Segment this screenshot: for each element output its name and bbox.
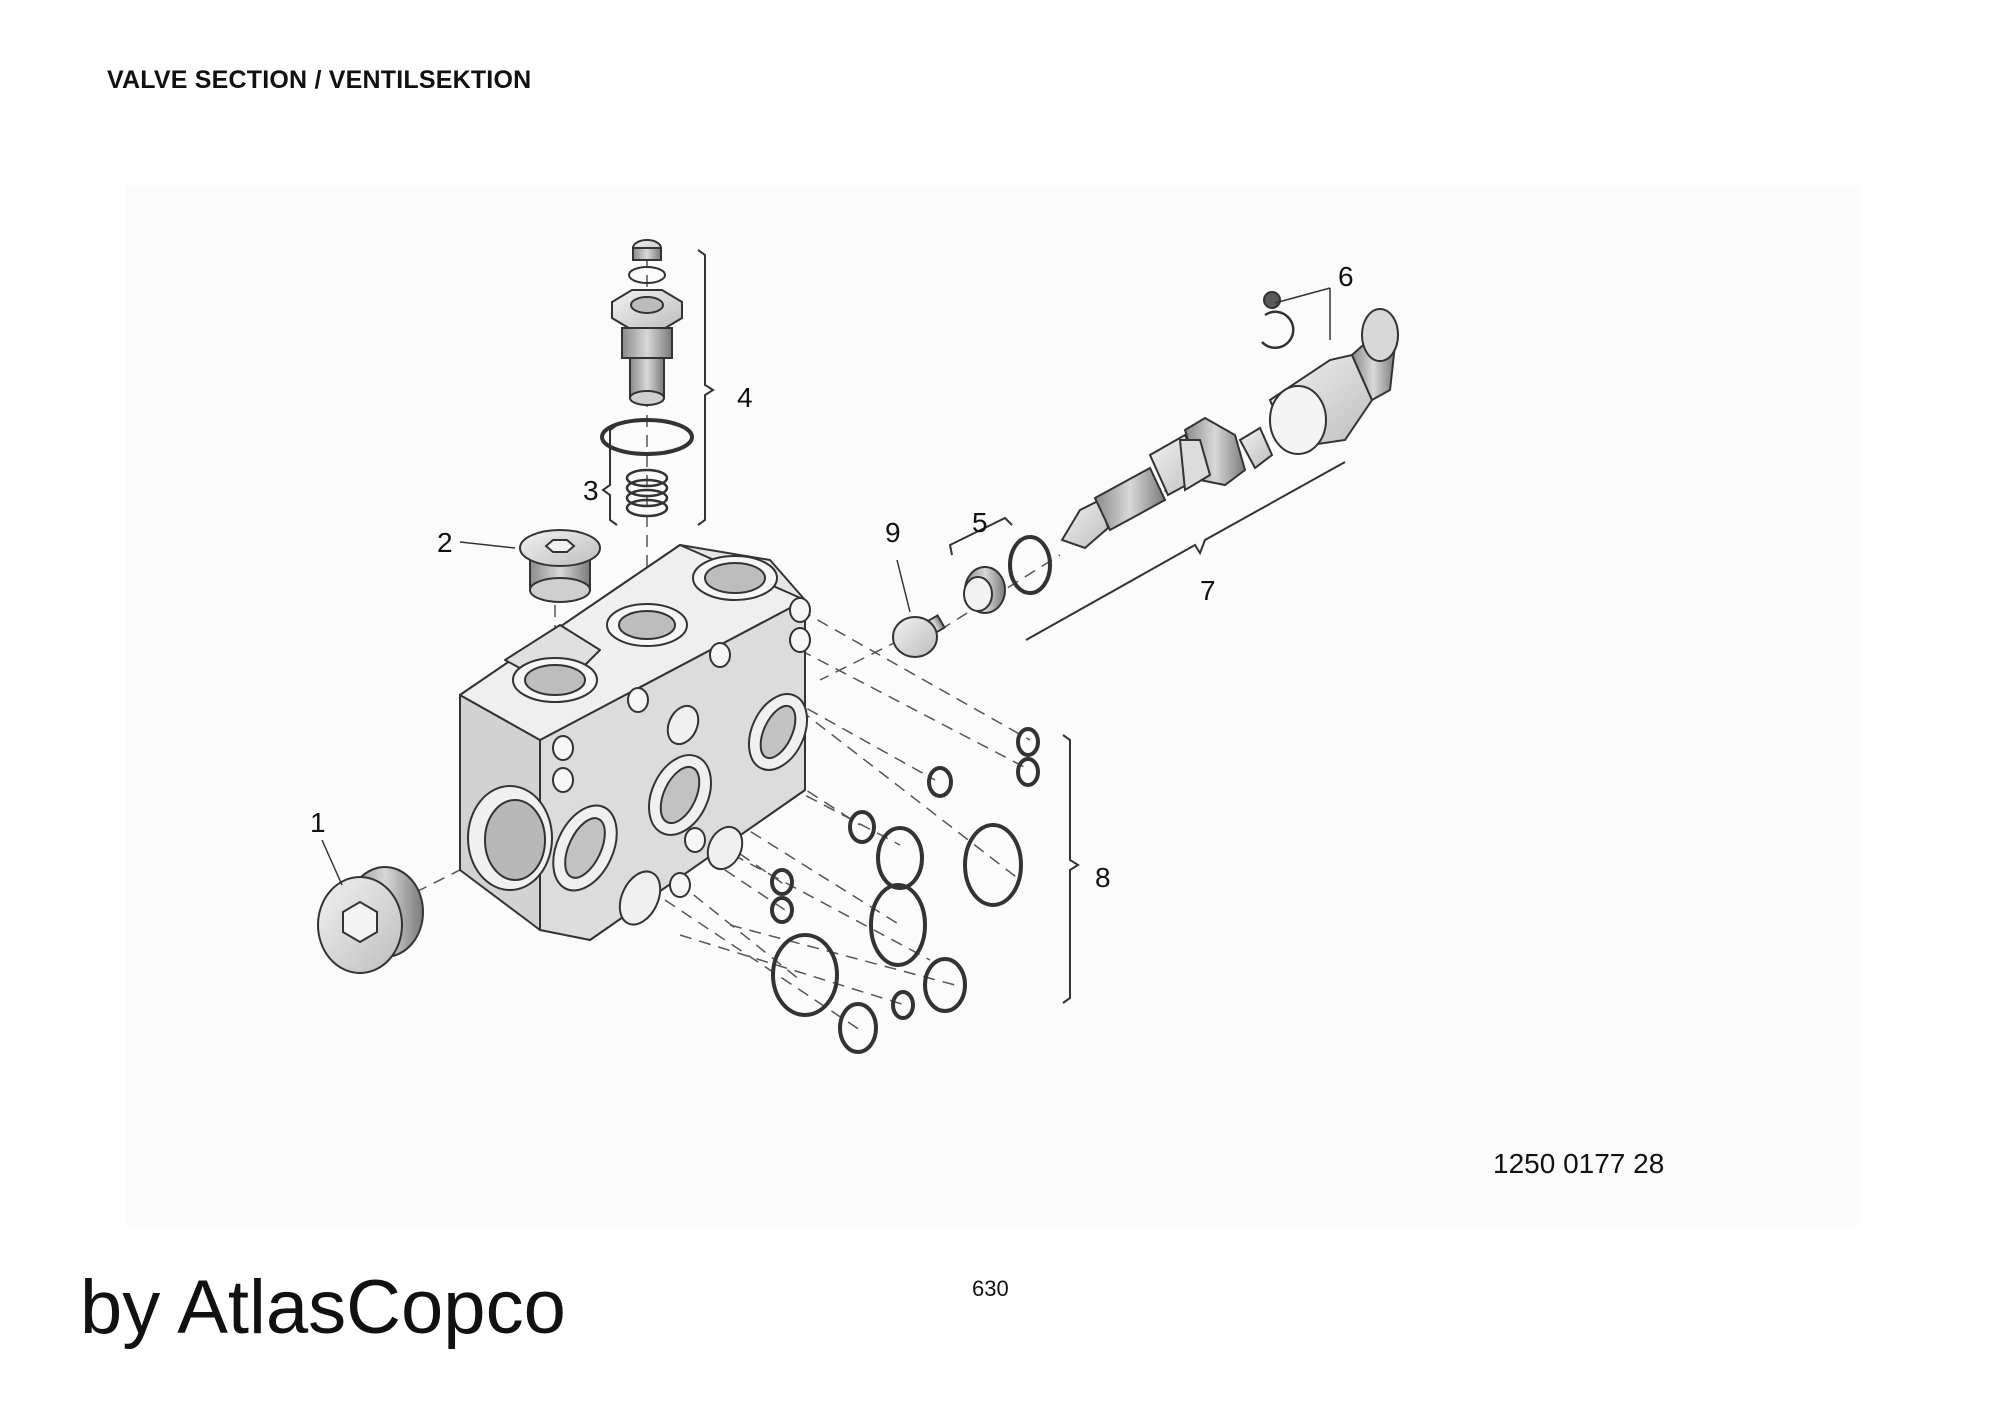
spring-part-3 xyxy=(625,468,669,518)
callout-5: 5 xyxy=(972,507,988,538)
drawing-number: 1250 0177 28 xyxy=(1493,1148,1665,1179)
leader-lines xyxy=(321,287,1331,886)
callout-6: 6 xyxy=(1338,261,1354,292)
callout-labels: 1 2 3 4 5 6 7 8 9 xyxy=(310,261,1354,893)
cartridge-part-4 xyxy=(600,239,694,456)
coil-part-6 xyxy=(1261,291,1399,455)
plug-part-2 xyxy=(519,529,601,603)
solenoid-valve-part-7 xyxy=(1060,416,1274,550)
callout-7: 7 xyxy=(1200,575,1216,606)
drawing-panel xyxy=(125,185,1860,1225)
callout-3: 3 xyxy=(583,475,599,506)
callout-9: 9 xyxy=(885,517,901,548)
callout-2: 2 xyxy=(437,527,453,558)
brand-watermark: by AtlasCopco xyxy=(80,1265,566,1350)
callout-1: 1 xyxy=(310,807,326,838)
brackets xyxy=(601,249,1346,1004)
insert-part-5 xyxy=(963,535,1052,614)
orifice-part-9 xyxy=(892,614,946,658)
page-title: VALVE SECTION / VENTILSEKTION xyxy=(107,66,532,94)
callout-8: 8 xyxy=(1095,862,1111,893)
callout-4: 4 xyxy=(737,382,753,413)
plug-part-1 xyxy=(317,866,424,974)
valve-body xyxy=(459,544,811,941)
page-number: 630 xyxy=(972,1276,1009,1301)
o-rings-part-8 xyxy=(770,727,1040,1054)
